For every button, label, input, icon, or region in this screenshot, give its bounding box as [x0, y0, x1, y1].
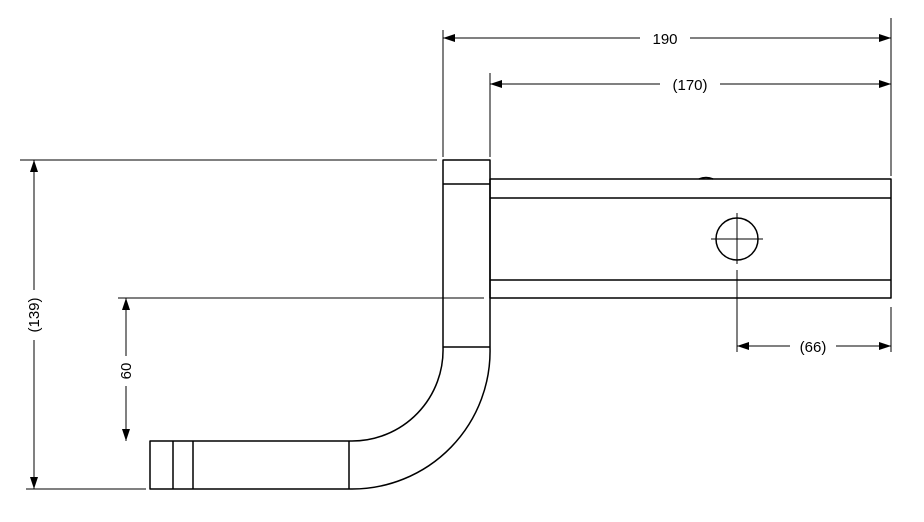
dimension-label-drop: 60 — [118, 363, 135, 380]
dimension-tube-length: (170) — [490, 77, 891, 94]
dimension-label-overall-height: (139) — [26, 297, 43, 332]
receiver-shank — [489, 176, 892, 299]
pin-hole — [711, 213, 763, 264]
dimension-label-overall-length: 190 — [652, 31, 677, 48]
ball-mount-part — [149, 159, 892, 490]
dimension-label-pin-hole-offset: (66) — [800, 339, 827, 356]
dimension-drop: 60 — [118, 298, 135, 441]
dimension-label-tube-length: (170) — [672, 77, 707, 94]
dimension-pin-hole-offset: (66) — [737, 339, 891, 356]
extension-lines — [20, 18, 892, 490]
dimension-overall-height: (139) — [26, 160, 43, 489]
riser-and-arm — [149, 159, 491, 490]
dimension-overall-length: 190 — [443, 31, 891, 48]
